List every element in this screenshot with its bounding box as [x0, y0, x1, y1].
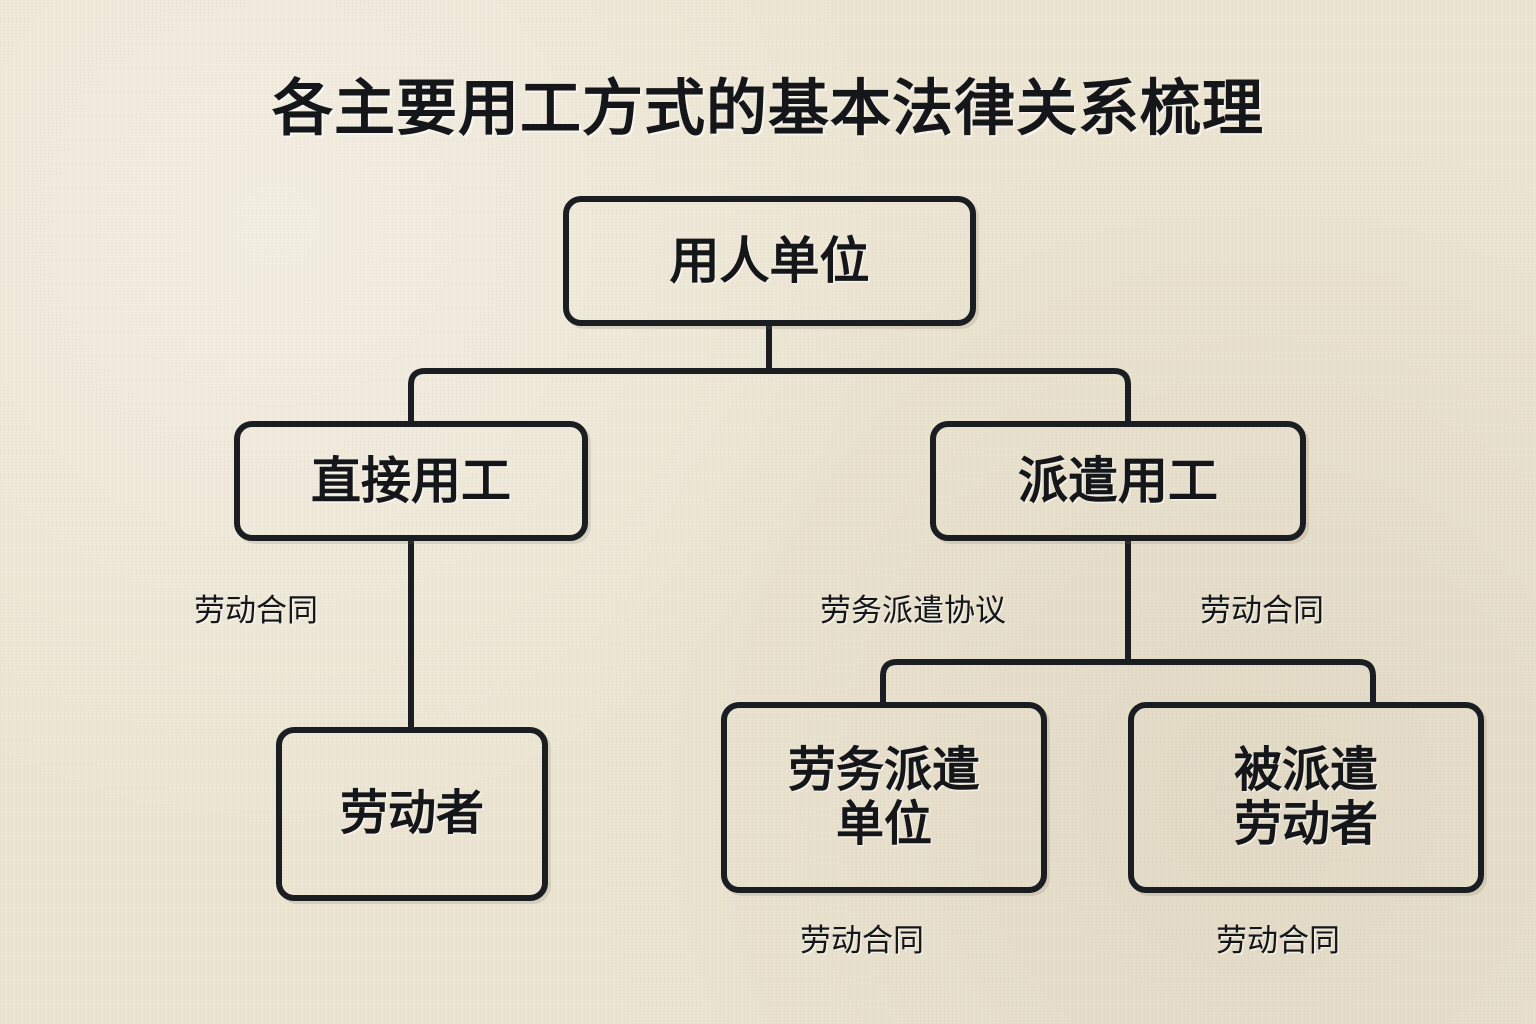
edge-label-dispatched-bottom: 劳动合同 [1216, 923, 1340, 958]
node-labor-dispatch-agency[interactable]: 劳务派遣 单位 [721, 702, 1047, 893]
page-title: 各主要用工方式的基本法律关系梳理 [271, 74, 1264, 142]
connector-dispatch-to-dispatched [1125, 659, 1376, 705]
edge-label-dispatch-to-dispatched: 劳动合同 [1200, 593, 1324, 628]
edge-label-agency-bottom: 劳动合同 [800, 923, 924, 958]
edge-label-dispatch-to-agency: 劳务派遣协议 [820, 593, 1006, 628]
node-direct-employment[interactable]: 直接用工 [234, 421, 588, 541]
connector-employer-to-direct [408, 368, 772, 424]
edge-label-direct-to-worker: 劳动合同 [194, 593, 318, 628]
connector-dispatch-to-agency [880, 659, 1131, 705]
node-worker[interactable]: 劳动者 [276, 727, 548, 901]
connector-employer-to-dispatch [766, 368, 1131, 424]
node-employer[interactable]: 用人单位 [563, 196, 976, 326]
node-dispatch-employment[interactable]: 派遣用工 [930, 421, 1306, 541]
node-dispatched-worker[interactable]: 被派遣 劳动者 [1128, 702, 1484, 893]
